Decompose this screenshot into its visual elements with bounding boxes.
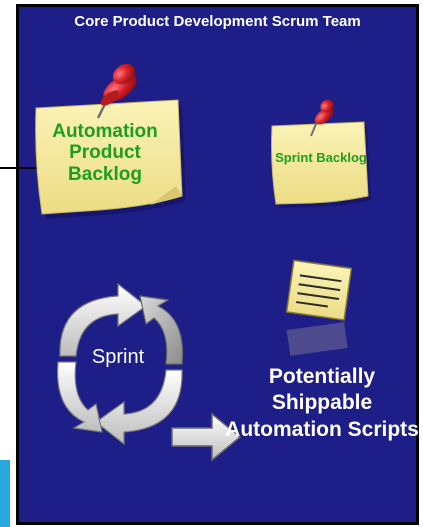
connector-line (0, 167, 50, 169)
pushpin-icon (310, 99, 334, 137)
automation-product-backlog-note (35, 99, 186, 219)
sprint-backlog-note (271, 121, 371, 208)
edge-accent-tab (0, 460, 10, 527)
cycle-arrows-icon (56, 282, 184, 446)
potentially-shippable-scripts-label: Potentially Shippable Automation Scripts (225, 365, 419, 441)
right-arrow-icon (171, 412, 242, 462)
sprint-label: Sprint (91, 346, 145, 368)
automation-product-backlog-label: Automation Product Backlog (52, 121, 158, 185)
team-title: Core Product Development Scrum Team (74, 13, 361, 30)
sprint-backlog-label: Sprint Backlog (275, 150, 367, 165)
pushpin-icon (96, 63, 137, 119)
sticky-note-icon (285, 259, 353, 356)
